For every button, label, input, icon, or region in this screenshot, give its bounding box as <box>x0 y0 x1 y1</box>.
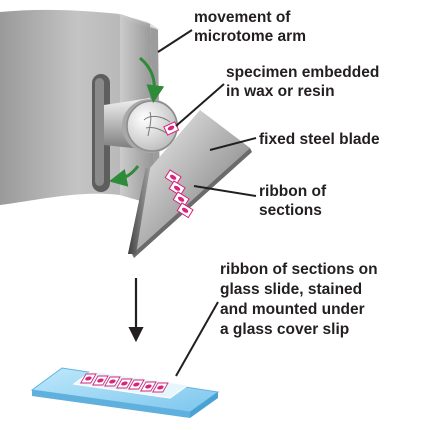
specimen-arm <box>104 98 180 153</box>
label-specimen: specimen embedded in wax or resin <box>226 64 384 100</box>
curved-arrow-icon <box>139 56 165 104</box>
section-ribbon <box>164 169 194 219</box>
leader-line-ribbon <box>193 185 257 197</box>
leader-line-specimen <box>175 83 225 127</box>
leader-line-arm <box>157 29 193 53</box>
glass-slide <box>30 367 220 418</box>
label-arm-line2: microtome arm <box>194 28 306 45</box>
label-slide: ribbon of sections on glass slide, stain… <box>220 261 382 338</box>
label-slide-line3: and mounted under <box>220 301 365 318</box>
label-blade: fixed steel blade <box>259 131 380 148</box>
label-ribbon: ribbon of sections <box>259 183 330 219</box>
slide-sections <box>80 373 169 393</box>
label-arm: movement of microtome arm <box>194 9 306 45</box>
label-slide-line2: glass slide, stained <box>220 281 362 298</box>
label-specimen-line2: in wax or resin <box>226 83 335 100</box>
label-specimen-line1: specimen embedded <box>226 64 379 81</box>
leader-line-slide <box>175 301 219 377</box>
curved-arrow-icon <box>108 165 140 187</box>
leader-line-blade <box>209 137 257 151</box>
label-ribbon-line2: sections <box>259 202 322 219</box>
label-slide-line4: a glass cover slip <box>220 321 349 338</box>
label-arm-line1: movement of <box>194 9 291 26</box>
label-blade-text: fixed steel blade <box>259 131 380 148</box>
label-ribbon-line1: ribbon of <box>259 183 327 200</box>
label-slide-line1: ribbon of sections on <box>220 261 378 278</box>
steel-blade <box>128 110 252 258</box>
